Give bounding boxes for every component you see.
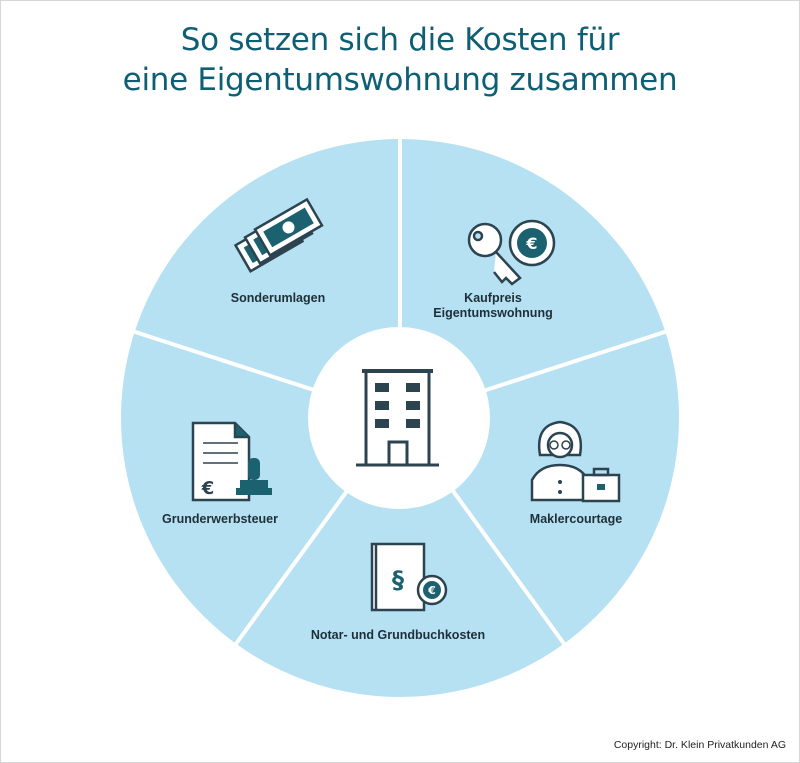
key-euro-coin-icon: € — [467, 219, 556, 286]
building-icon — [356, 369, 439, 467]
document-stamp-euro-icon: € — [191, 421, 272, 502]
title-line-1: So setzen sich die Kosten für — [180, 22, 620, 58]
banknotes-icon — [233, 197, 324, 273]
svg-text:€: € — [525, 234, 537, 253]
svg-text:€: € — [201, 478, 215, 499]
segment-label-sonderumlagen: Sonderumlagen — [230, 291, 326, 305]
agent-briefcase-icon — [530, 420, 621, 503]
title-line-2: eine Eigentumswohnung zusammen — [122, 62, 678, 98]
segment-label-notar: Notar- und Grundbuchkosten — [310, 628, 486, 642]
paragraph-book-euro-icon: § € — [370, 542, 448, 612]
svg-text:§: § — [392, 566, 404, 594]
page-title: So setzen sich die Kosten für eine Eigen… — [0, 20, 800, 100]
svg-text:€: € — [427, 584, 436, 597]
copyright: Copyright: Dr. Klein Privatkunden AG — [613, 739, 786, 751]
segment-label-grunderwerbsteuer: Grunderwerbsteuer — [161, 512, 278, 526]
segment-label-kaufpreis: Kaufpreis Eigentumswohnung — [433, 291, 553, 320]
center-circle — [308, 327, 490, 509]
segment-label-maklercourtage: Maklercourtage — [529, 512, 623, 526]
